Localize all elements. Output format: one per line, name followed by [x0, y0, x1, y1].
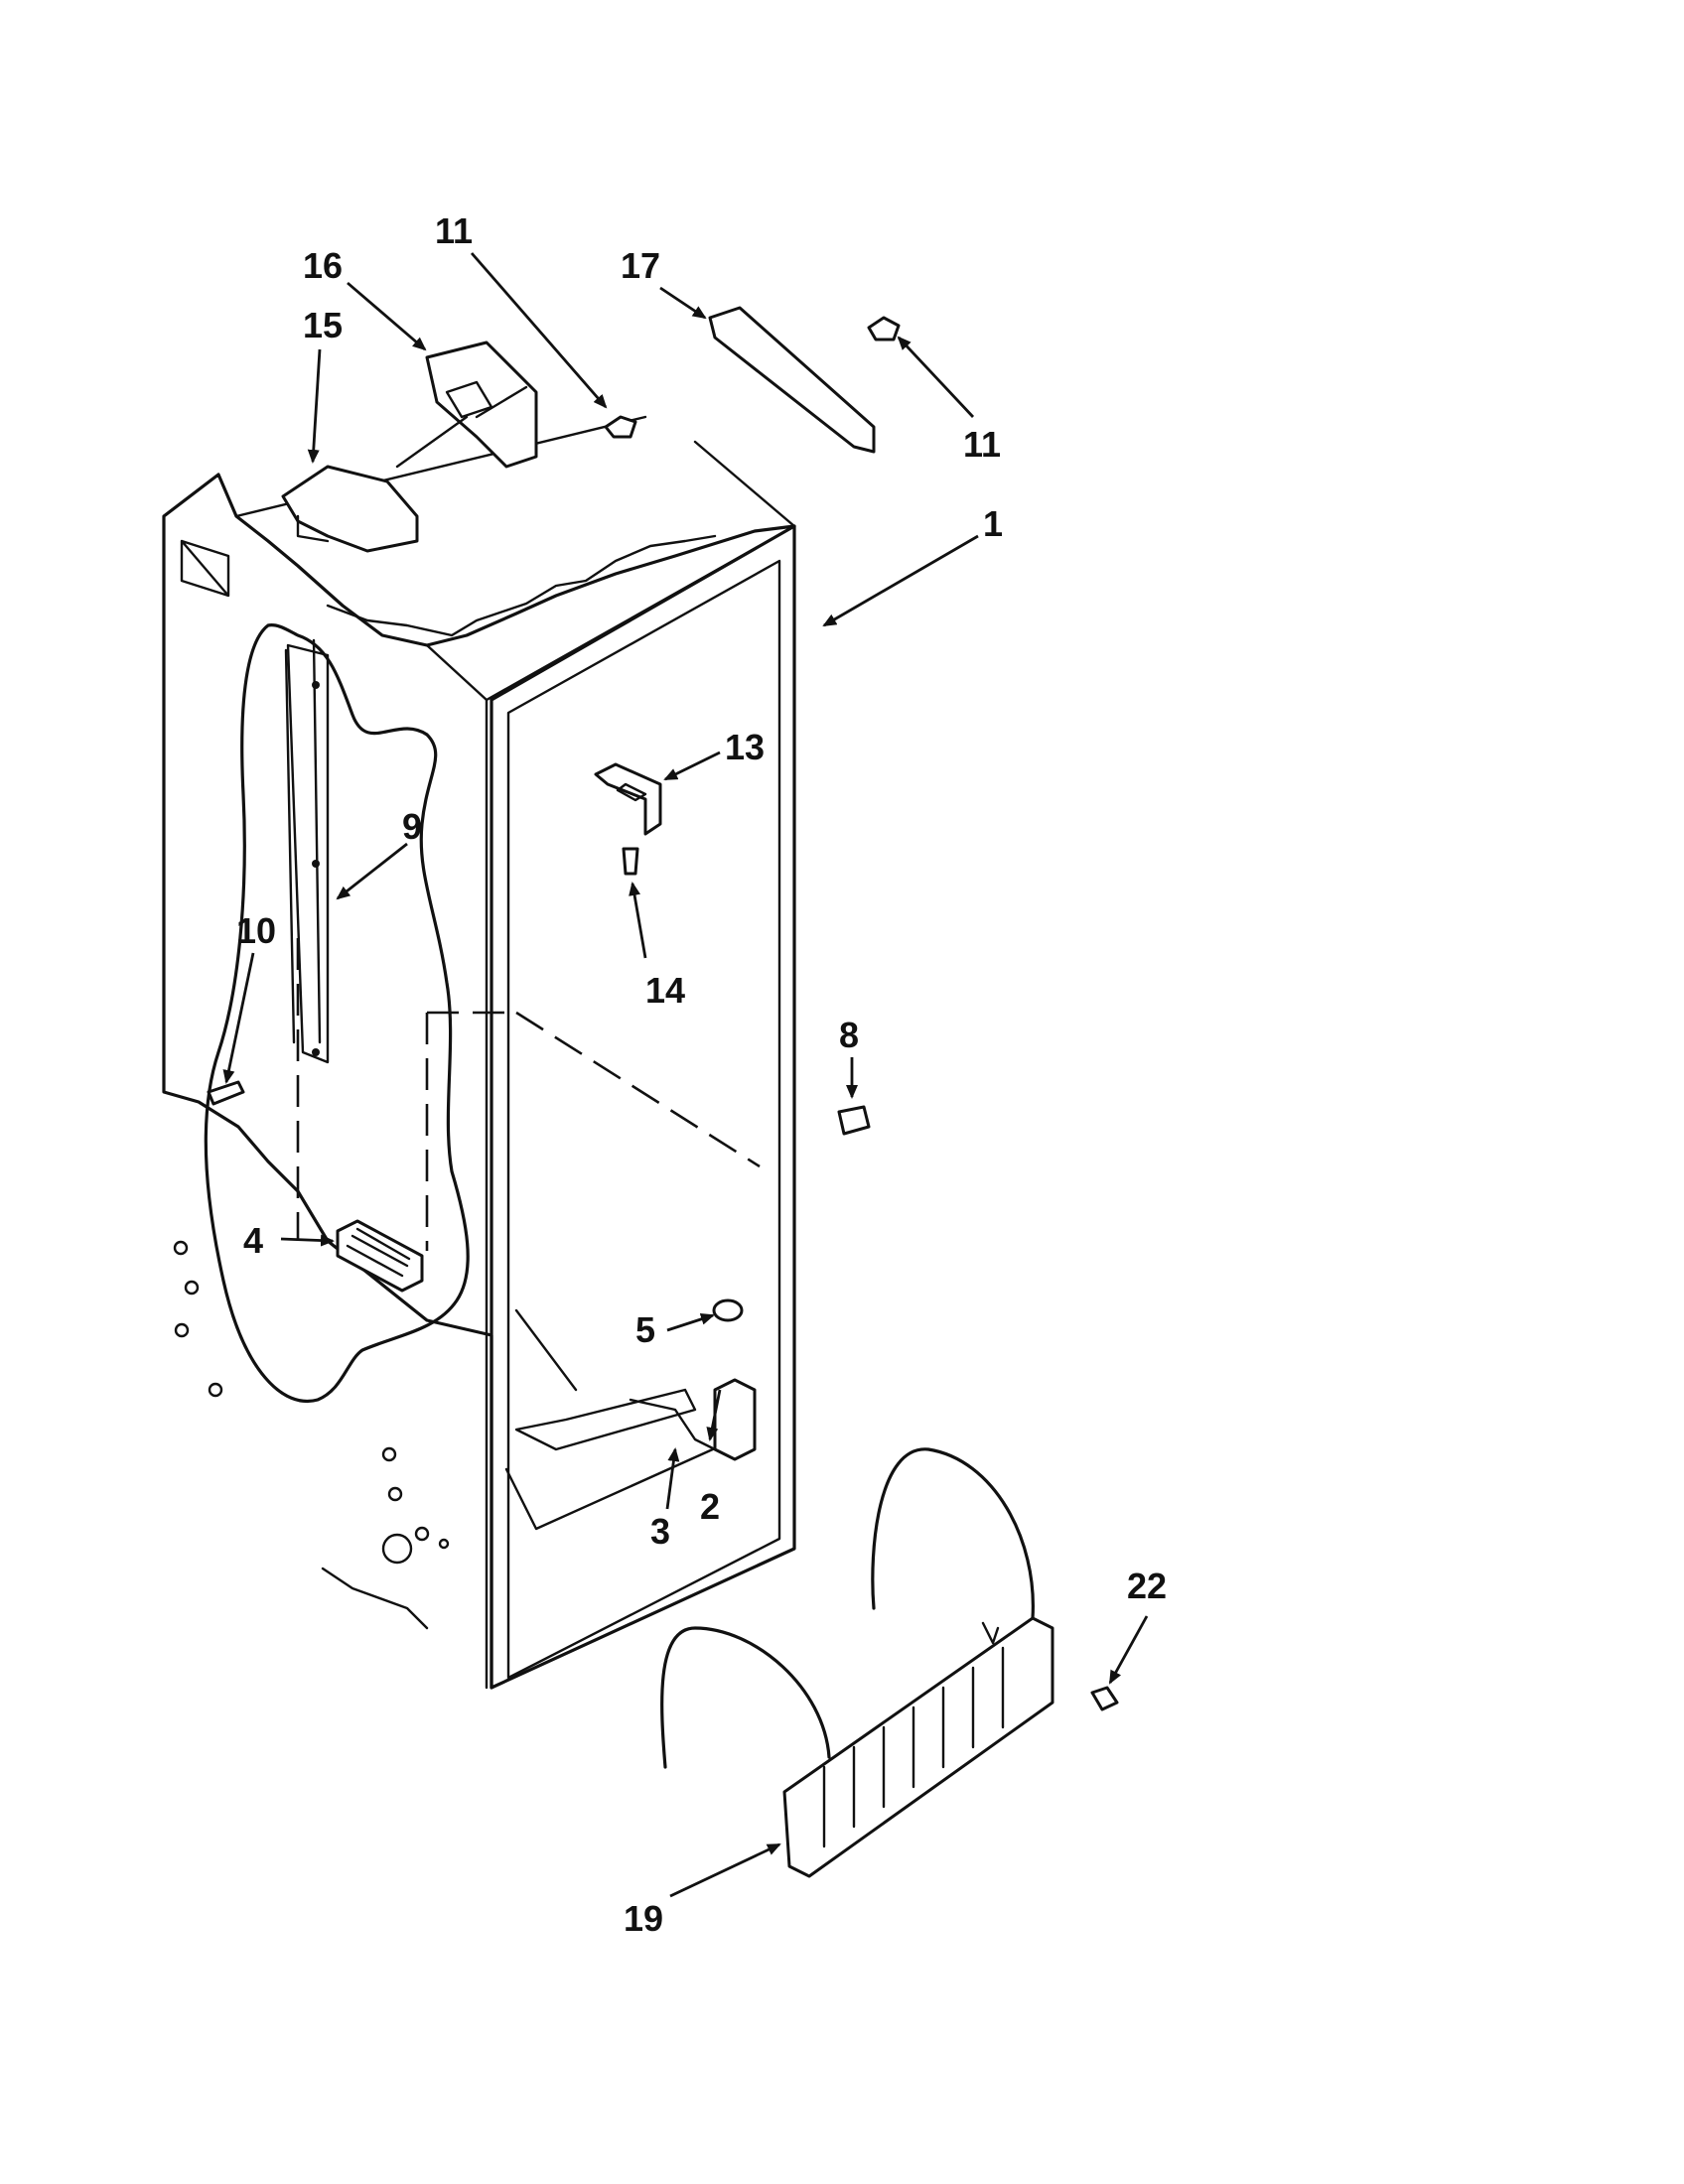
callout-22: 22 [1127, 1566, 1167, 1606]
callout-11-top: 11 [435, 210, 473, 251]
part-9-rail [286, 643, 330, 1064]
cabinet-liner [162, 415, 796, 1690]
callout-11-right: 11 [963, 424, 1001, 465]
part-14-screw [622, 847, 639, 876]
callout-4: 4 [243, 1220, 263, 1261]
callout-17: 17 [621, 245, 660, 286]
callout-1: 1 [983, 503, 1003, 544]
callout-19: 19 [624, 1898, 663, 1939]
part-19-heater [660, 1447, 1054, 1878]
callout-3: 3 [650, 1511, 670, 1552]
callout-14: 14 [645, 970, 685, 1011]
part-11-screws [604, 316, 901, 439]
callout-13: 13 [725, 727, 765, 767]
part-8-clip [837, 1105, 871, 1136]
part-22-screw [1090, 1686, 1119, 1711]
part-17-rail [708, 306, 876, 454]
part-10-screw [207, 1080, 245, 1106]
part-13-bracket [594, 762, 662, 836]
part-2-3-hinge [629, 1378, 757, 1461]
callout-labels: 1 2 3 4 5 8 9 10 11 11 13 14 15 16 17 19… [236, 210, 1167, 1939]
callout-9: 9 [402, 806, 422, 847]
callout-15: 15 [303, 305, 343, 345]
part-16-bracket [395, 341, 538, 469]
callout-5: 5 [635, 1309, 655, 1350]
part-15-control [281, 465, 419, 553]
callout-10: 10 [236, 910, 276, 951]
callout-8: 8 [839, 1015, 859, 1055]
part-5-grommet [712, 1298, 744, 1322]
part-4-vent [336, 1219, 424, 1293]
callout-16: 16 [303, 245, 343, 286]
callout-2: 2 [700, 1486, 720, 1527]
leader-lines [222, 252, 1149, 1898]
